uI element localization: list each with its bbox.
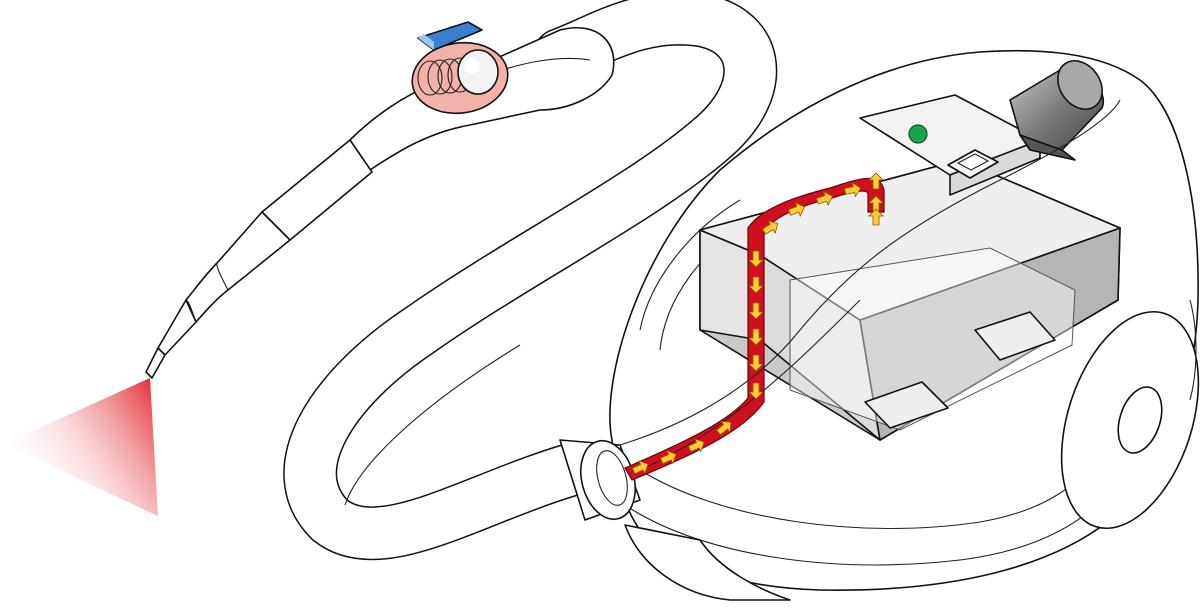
flow-arrow-icon xyxy=(748,250,764,268)
translucent-panel xyxy=(789,247,1076,431)
steam-jet xyxy=(4,378,158,516)
hose-connector xyxy=(559,439,641,521)
flow-arrow-icon xyxy=(761,220,779,235)
flow-arrow-icon xyxy=(787,201,805,217)
flow-arrow-icon xyxy=(659,450,677,465)
flow-arrow-icon xyxy=(815,190,834,207)
flow-arrow-icon xyxy=(868,195,884,213)
wheel-icon xyxy=(1060,310,1200,530)
flow-arrow-icon xyxy=(748,354,764,372)
power-switch-icon xyxy=(947,149,999,179)
cylinder-nozzle xyxy=(1009,60,1105,161)
flow-arrow-icon xyxy=(748,382,764,400)
flow-arrow-icon xyxy=(868,208,884,226)
flow-arrow-icon xyxy=(716,420,732,436)
flow-arrow-icon xyxy=(631,460,649,475)
flow-arrow-icon xyxy=(748,276,764,294)
grip-control xyxy=(411,41,509,115)
power-indicator-icon xyxy=(908,124,928,144)
flow-arrow-icon xyxy=(687,438,705,453)
control-panel xyxy=(859,94,1041,196)
flow-arrow-icon xyxy=(868,172,884,190)
flow-arrows xyxy=(631,172,884,475)
flow-arrow-icon xyxy=(844,181,862,198)
flow-arrow-icon xyxy=(748,328,764,346)
steam-handle xyxy=(145,27,615,379)
flow-arrow-icon xyxy=(748,302,764,320)
